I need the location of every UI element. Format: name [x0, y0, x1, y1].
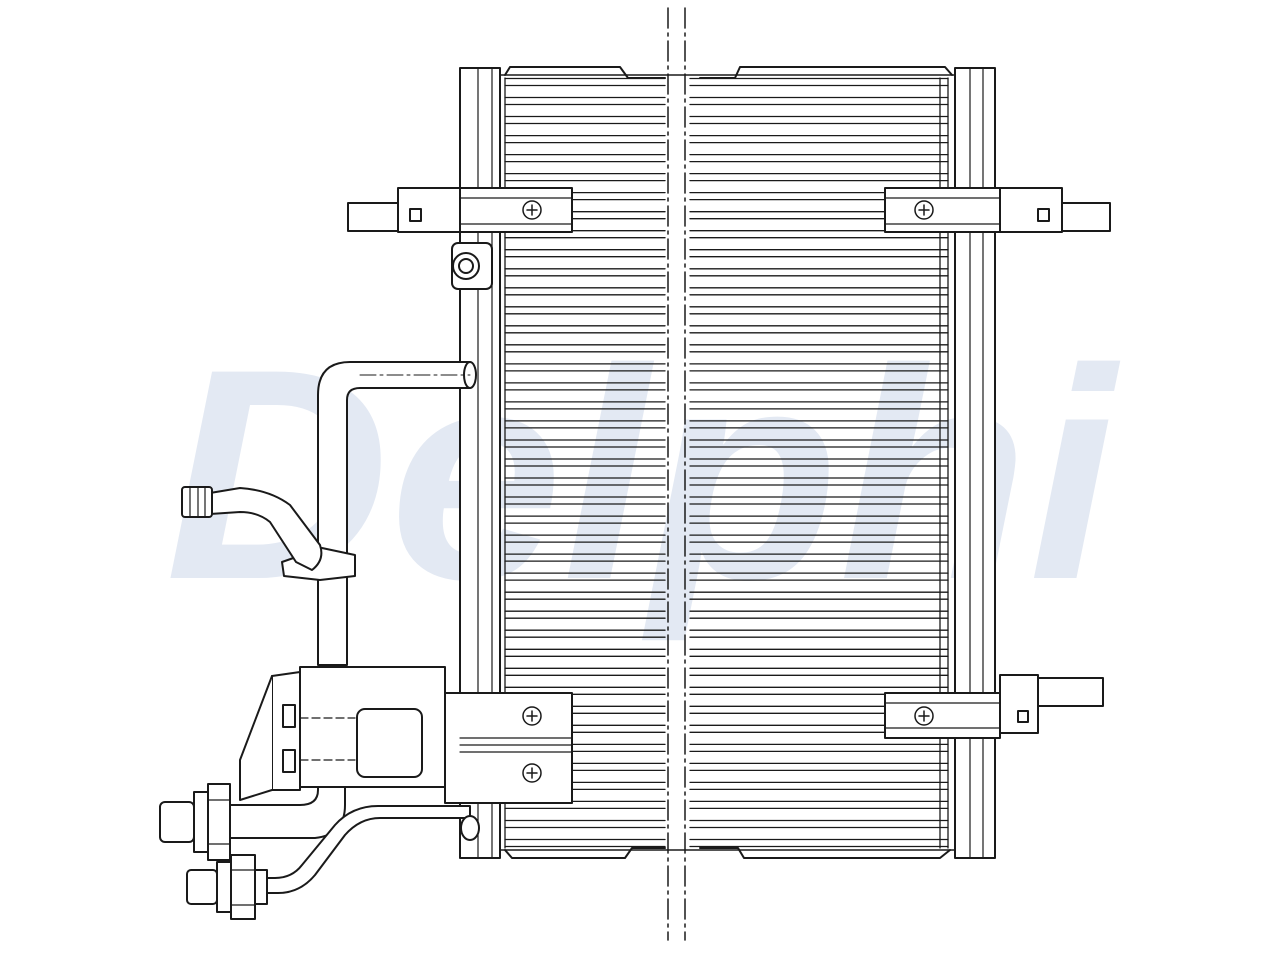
- bolt-icons: [522, 200, 934, 783]
- bottom-tank-left: [504, 847, 666, 859]
- right-header-tank: [954, 67, 996, 859]
- bracket-bottom-left: [444, 692, 573, 804]
- mounting-block: [239, 666, 446, 801]
- bolt-icon: [522, 706, 542, 726]
- bracket-bottom-right: [884, 674, 1104, 739]
- bracket-top-left: [347, 187, 573, 233]
- bolt-icon: [522, 200, 542, 220]
- top-tank-right: [699, 66, 953, 79]
- bottom-tank-right: [699, 847, 951, 859]
- bolt-icon: [914, 200, 934, 220]
- centerline: [667, 7, 686, 941]
- bolt-icon: [522, 763, 542, 783]
- bolt-icon: [914, 706, 934, 726]
- bracket-top-right: [884, 187, 1111, 233]
- top-tank-left: [504, 66, 666, 79]
- service-port-pipe: [181, 486, 323, 571]
- fitting-nut-upper: [159, 783, 231, 861]
- fitting-nut-lower: [186, 854, 268, 920]
- round-fitting: [451, 242, 493, 290]
